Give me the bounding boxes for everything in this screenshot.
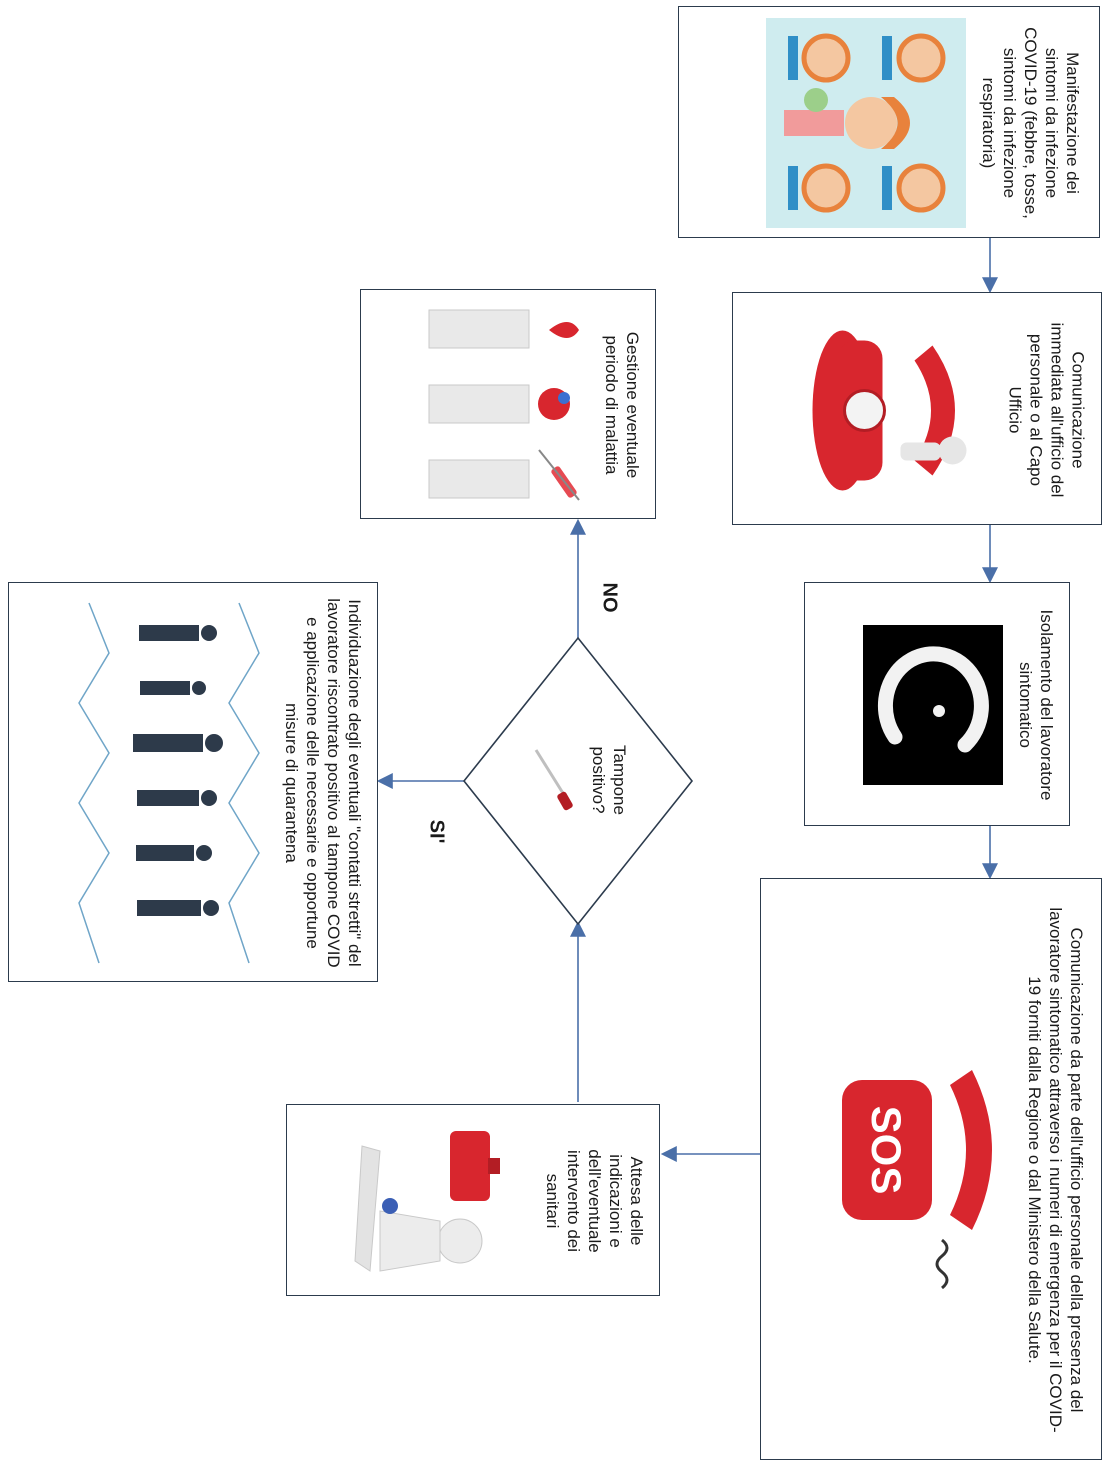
decision-diamond: [462, 636, 694, 926]
step-communication-text: Comunicazione immediata all'ufficio del …: [1005, 322, 1088, 498]
step-symptoms-text: Manifestazione dei sintomi da infezione …: [979, 27, 1082, 219]
step-contacts-text: Individuazione degli eventuali "contatti…: [282, 598, 364, 968]
step-isolation: Isolamento del lavoratore sintomatico: [804, 582, 1070, 826]
swab-tube-icon: [534, 749, 573, 811]
step-symptoms: Manifestazione dei sintomi da infezione …: [678, 6, 1100, 238]
first-aid-figure-icon: [354, 1131, 500, 1272]
step-communication: Comunicazione immediata all'ufficio del …: [732, 292, 1102, 525]
branch-yes-label: SI': [425, 819, 448, 844]
step-emergency-text: Comunicazione da parte dell'ufficio pers…: [1025, 907, 1086, 1433]
branch-no-label: NO: [598, 582, 621, 613]
step-emergency: Comunicazione da parte dell'ufficio pers…: [760, 878, 1102, 1460]
decision-content: Tampone positivo?: [498, 720, 658, 840]
medical-figures-icon: [428, 309, 580, 501]
decision-text: Tampone positivo?: [589, 745, 629, 815]
step-contacts: Individuazione degli eventuali "contatti…: [8, 582, 378, 982]
people-network-icon: [78, 602, 260, 964]
sos-telephone-icon: SOS: [842, 1070, 992, 1290]
svg-text:SOS: SOS: [863, 1106, 910, 1195]
step-wait: Attesa delle indicazioni e dell'eventual…: [286, 1104, 660, 1296]
step-illness: Gestione eventuale periodo di malattia: [360, 289, 656, 519]
step-illness-text: Gestione eventuale periodo di malattia: [602, 331, 642, 479]
step-wait-text: Attesa delle indicazioni e dell'eventual…: [543, 1149, 646, 1253]
enso-circle-icon: [863, 625, 1003, 785]
symptoms-infographic-icon: [766, 18, 966, 228]
red-telephone-icon: [812, 330, 967, 490]
step-isolation-text: Isolamento del lavoratore sintomatico: [1016, 609, 1056, 801]
